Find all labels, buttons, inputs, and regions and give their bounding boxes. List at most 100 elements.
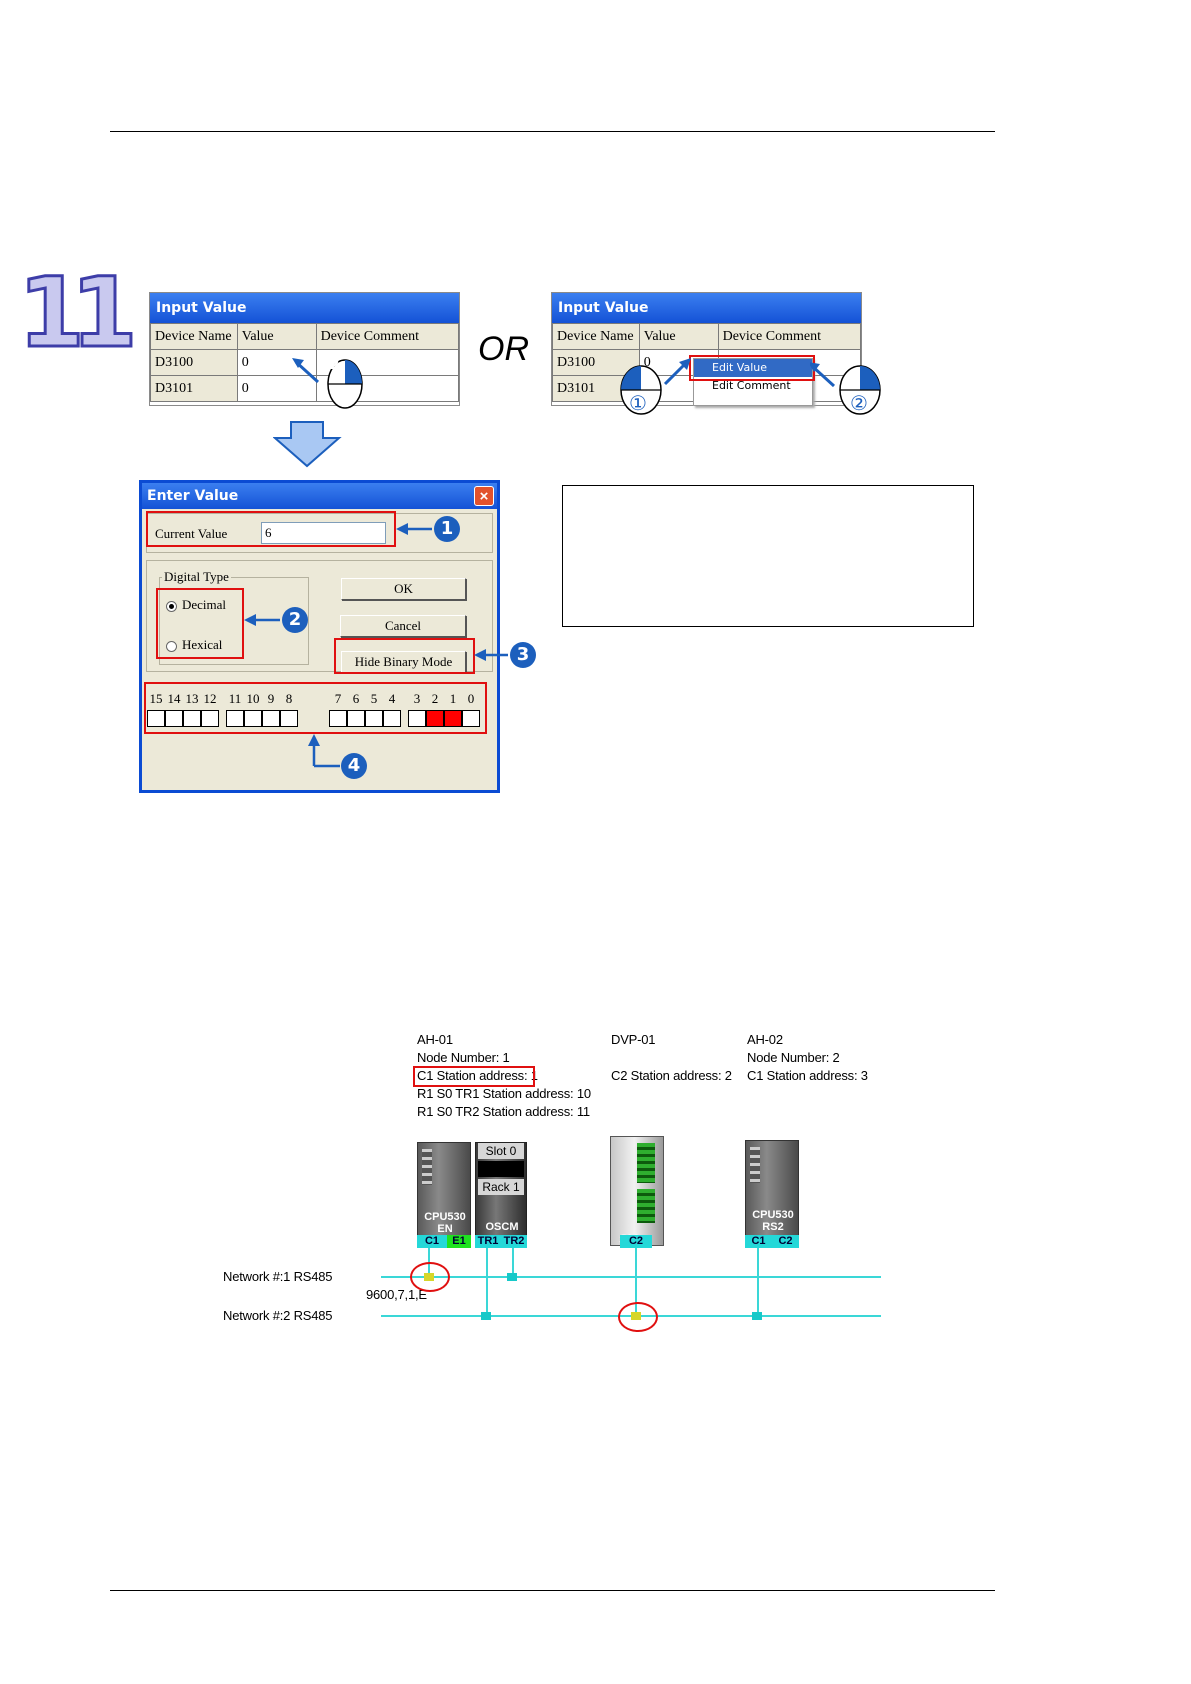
bit-label: 8 bbox=[285, 691, 293, 706]
bit-label: 6 bbox=[352, 691, 360, 706]
bit-box-12[interactable] bbox=[201, 710, 219, 727]
bit-box-7[interactable] bbox=[329, 710, 347, 727]
bit-box-14[interactable] bbox=[165, 710, 183, 727]
menu-item-edit-comment[interactable]: Edit Comment bbox=[712, 379, 791, 392]
bit-label: 4 bbox=[388, 691, 396, 706]
bit-box-9[interactable] bbox=[262, 710, 280, 727]
binary-mode-highlight bbox=[334, 638, 475, 674]
decimal-radio[interactable] bbox=[166, 601, 177, 612]
col-device-comment: Device Comment bbox=[315, 323, 459, 350]
bit-label: 0 bbox=[467, 691, 475, 706]
slot-label: Slot 0 bbox=[478, 1143, 524, 1159]
ah02-cpu-module[interactable]: CPU530 RS2 bbox=[745, 1140, 799, 1248]
table-row[interactable]: D3101 0 bbox=[150, 375, 459, 402]
or-label: OR bbox=[478, 330, 529, 368]
bit-label: 11 bbox=[228, 691, 242, 706]
edit-value-highlight bbox=[689, 355, 815, 381]
bit-box-0[interactable] bbox=[462, 710, 480, 727]
bit-label: 2 bbox=[431, 691, 439, 706]
port-ah02-c2[interactable]: C2 bbox=[772, 1235, 799, 1248]
network-2-master-circle bbox=[618, 1302, 658, 1332]
dvp01-c2-station: C2 Station address: 2 bbox=[611, 1068, 732, 1083]
network-1-master-circle bbox=[410, 1262, 450, 1292]
dialog-title: Enter Value bbox=[142, 483, 497, 509]
oscm-label: OSCM bbox=[485, 1221, 519, 1233]
oscm-module[interactable]: Slot 0 Rack 1 OSCM bbox=[475, 1142, 527, 1248]
step-2-marker: ② bbox=[850, 393, 868, 415]
network-1-param: 9600,7,1,E bbox=[366, 1287, 427, 1302]
network-1-line[interactable] bbox=[381, 1276, 881, 1278]
bit-box-8[interactable] bbox=[280, 710, 298, 727]
col-value: Value bbox=[236, 323, 317, 350]
dvp01-module[interactable]: SV bbox=[610, 1136, 664, 1247]
options-group bbox=[146, 560, 493, 672]
port-ah01-e1[interactable]: E1 bbox=[447, 1235, 471, 1248]
bit-box-6[interactable] bbox=[347, 710, 365, 727]
ah01-tr2-link bbox=[512, 1248, 514, 1278]
bit-box-2[interactable] bbox=[426, 710, 444, 727]
col-device-name: Device Name bbox=[552, 323, 640, 350]
callout-badge-1: 1 bbox=[434, 516, 460, 542]
dvp01-name: DVP-01 bbox=[611, 1032, 656, 1047]
ah01-tr1-station: R1 S0 TR1 Station address: 10 bbox=[417, 1086, 591, 1101]
close-icon[interactable]: × bbox=[474, 486, 494, 506]
menu-item-edit-value[interactable]: Edit Value bbox=[694, 359, 812, 377]
bit-box-3[interactable] bbox=[408, 710, 426, 727]
node-ah02[interactable] bbox=[752, 1312, 762, 1320]
current-value-label: Current Value bbox=[155, 526, 228, 541]
left-click-mouse-icon bbox=[810, 362, 881, 415]
col-device-comment: Device Comment bbox=[717, 323, 861, 350]
dvp01-blank bbox=[611, 1049, 732, 1067]
device-table: Device Name Value Device Comment D3100 0… bbox=[150, 323, 459, 402]
bit-box-5[interactable] bbox=[365, 710, 383, 727]
device-name-cell: D3100 bbox=[150, 349, 238, 376]
digital-type-group bbox=[159, 577, 309, 665]
down-arrow-icon bbox=[273, 421, 342, 468]
bit-box-10[interactable] bbox=[244, 710, 262, 727]
hexical-radio[interactable] bbox=[166, 641, 177, 652]
context-menu: Edit Value Edit Comment bbox=[693, 358, 813, 406]
step-1-marker: ① bbox=[629, 393, 647, 415]
dvp-c2-link bbox=[635, 1248, 637, 1317]
input-value-window-left: Input Value Device Name Value Device Com… bbox=[149, 292, 460, 406]
window-title: Input Value bbox=[552, 293, 861, 323]
bit-label: 9 bbox=[267, 691, 275, 706]
port-ah01-tr1[interactable]: TR1 bbox=[475, 1235, 501, 1248]
port-ah01-c1[interactable]: C1 bbox=[417, 1235, 447, 1248]
ah02-name: AH-02 bbox=[747, 1032, 783, 1047]
binary-bits-highlight bbox=[144, 682, 487, 734]
decimal-label: Decimal bbox=[182, 597, 227, 612]
col-value: Value bbox=[638, 323, 719, 350]
bit-box-13[interactable] bbox=[183, 710, 201, 727]
ah01-cpu-module[interactable]: CPU530 EN bbox=[417, 1142, 471, 1248]
bit-box-15[interactable] bbox=[147, 710, 165, 727]
ah01-tr1-link bbox=[486, 1248, 488, 1317]
node-tr1[interactable] bbox=[481, 1312, 491, 1320]
double-click-mouse-icon bbox=[292, 358, 363, 409]
ah01-tr2-station: R1 S0 TR2 Station address: 11 bbox=[417, 1104, 590, 1119]
port-dvp-c2[interactable]: C2 bbox=[620, 1235, 652, 1248]
ah01-node: Node Number: 1 bbox=[417, 1050, 510, 1065]
digital-type-label: Digital Type bbox=[162, 569, 231, 585]
header-rule bbox=[110, 131, 995, 132]
bit-label: 12 bbox=[203, 691, 217, 706]
bit-box-11[interactable] bbox=[226, 710, 244, 727]
cancel-button[interactable]: Cancel bbox=[340, 615, 466, 637]
chapter-number: 11 bbox=[17, 257, 140, 369]
port-ah01-tr2[interactable]: TR2 bbox=[501, 1235, 527, 1248]
value-cell[interactable]: 0 bbox=[236, 375, 317, 402]
rack-label: Rack 1 bbox=[478, 1179, 524, 1195]
current-value-input[interactable]: 6 bbox=[261, 522, 386, 544]
current-value-highlight bbox=[146, 511, 396, 547]
port-ah02-c1[interactable]: C1 bbox=[745, 1235, 772, 1248]
callout-badge-4: 4 bbox=[341, 753, 367, 779]
bit-label: 10 bbox=[246, 691, 260, 706]
bit-box-4[interactable] bbox=[383, 710, 401, 727]
node-tr2[interactable] bbox=[507, 1273, 517, 1281]
ah01-c1-station: C1 Station address: 1 bbox=[417, 1068, 538, 1083]
hide-binary-mode-button[interactable]: Hide Binary Mode bbox=[341, 651, 466, 673]
ok-button[interactable]: OK bbox=[341, 578, 466, 600]
device-name-cell: D3101 bbox=[150, 375, 238, 402]
network-2-label: Network #:2 RS485 bbox=[223, 1308, 333, 1323]
bit-box-1[interactable] bbox=[444, 710, 462, 727]
